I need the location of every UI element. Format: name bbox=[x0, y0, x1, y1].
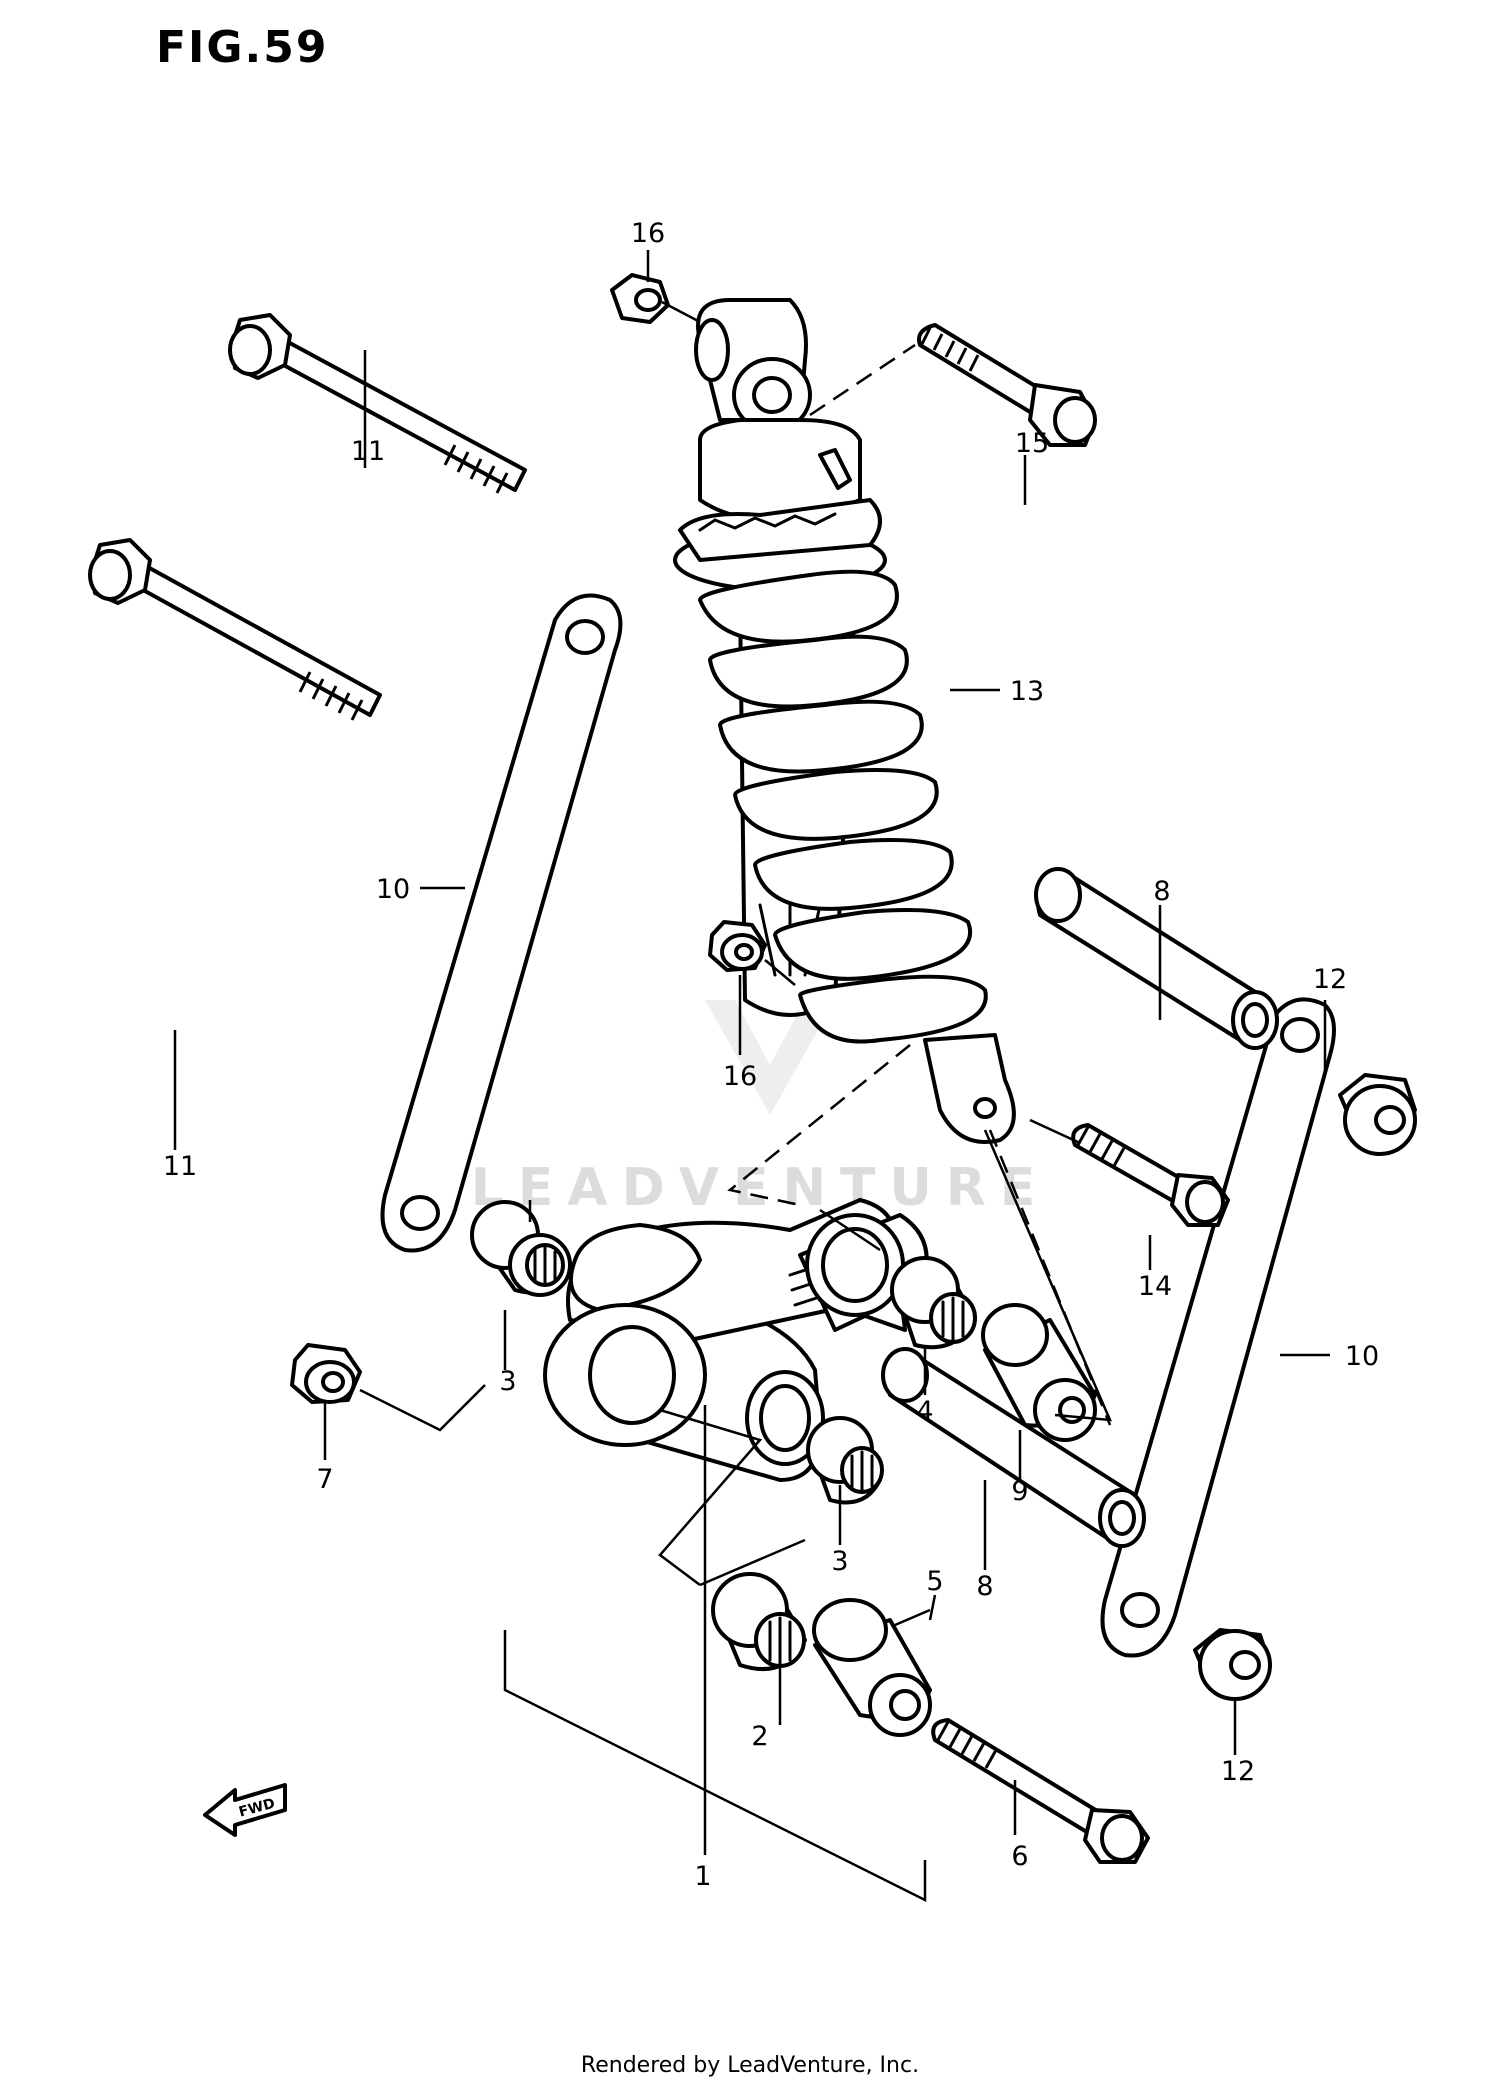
tie-rod-right bbox=[1100, 997, 1336, 1658]
footer-credit: Rendered by LeadVenture, Inc. bbox=[580, 2053, 920, 2078]
upper-bolt-path bbox=[809, 343, 916, 417]
flange-nut-upper bbox=[1338, 1073, 1417, 1156]
callout-5: 5 bbox=[926, 1566, 943, 1597]
assembly-bracket bbox=[503, 1630, 927, 1903]
callout-10-left: 10 bbox=[376, 874, 410, 905]
lower-mount-bolt bbox=[1071, 1123, 1230, 1227]
spacer-upper bbox=[1034, 867, 1279, 1050]
callout-10-right: 10 bbox=[1345, 1341, 1379, 1372]
callout-3-lower: 3 bbox=[831, 1546, 848, 1577]
long-bolt-lower bbox=[88, 538, 382, 721]
upper-mount-nut bbox=[610, 273, 670, 324]
callout-12-upper: 12 bbox=[1313, 964, 1347, 995]
flange-nut-lower bbox=[1193, 1628, 1272, 1701]
callout-1: 1 bbox=[694, 1861, 711, 1892]
bearing-2 bbox=[711, 1572, 807, 1672]
long-bolt-upper bbox=[228, 313, 527, 494]
bearing-4 bbox=[890, 1256, 977, 1350]
callout-8-lower: 8 bbox=[976, 1571, 993, 1602]
bearing-3-lower bbox=[806, 1416, 884, 1505]
callout-16-lower: 16 bbox=[723, 1061, 757, 1092]
flange-nut-16-lower bbox=[708, 920, 767, 972]
flange-nut-7 bbox=[290, 1343, 362, 1404]
callout-13: 13 bbox=[1010, 676, 1044, 707]
callout-3-upper: 3 bbox=[499, 1366, 516, 1397]
callout-11-lower: 11 bbox=[163, 1151, 197, 1182]
tie-rod-left bbox=[380, 593, 623, 1253]
cushion-lever bbox=[543, 1198, 929, 1482]
callout-11-upper: 11 bbox=[351, 436, 385, 467]
callout-7: 7 bbox=[316, 1464, 333, 1495]
callout-8-upper: 8 bbox=[1153, 876, 1170, 907]
forward-arrow-icon: FWD bbox=[203, 1783, 287, 1837]
watermark-text: LEADVENTURE bbox=[471, 1158, 1050, 1218]
callout-14: 14 bbox=[1138, 1271, 1172, 1302]
shock-to-lever-line bbox=[727, 1044, 911, 1207]
callout-16-upper: 16 bbox=[631, 218, 665, 249]
callout-12-lower: 12 bbox=[1221, 1756, 1255, 1787]
lever-pivot-bolt bbox=[931, 1718, 1150, 1864]
bearing-3-upper bbox=[470, 1200, 572, 1297]
callout-2: 2 bbox=[751, 1721, 768, 1752]
rear-shock-absorber bbox=[673, 298, 1016, 1144]
callout-15: 15 bbox=[1015, 428, 1049, 459]
collar-9 bbox=[981, 1303, 1097, 1442]
collar-5 bbox=[812, 1598, 932, 1737]
callout-6: 6 bbox=[1011, 1841, 1028, 1872]
upper-mount-bolt bbox=[917, 323, 1097, 447]
figure-title: FIG.59 bbox=[156, 22, 329, 73]
callout-9: 9 bbox=[1011, 1476, 1028, 1507]
callout-4: 4 bbox=[916, 1396, 933, 1427]
spacer-lower bbox=[881, 1347, 1146, 1548]
